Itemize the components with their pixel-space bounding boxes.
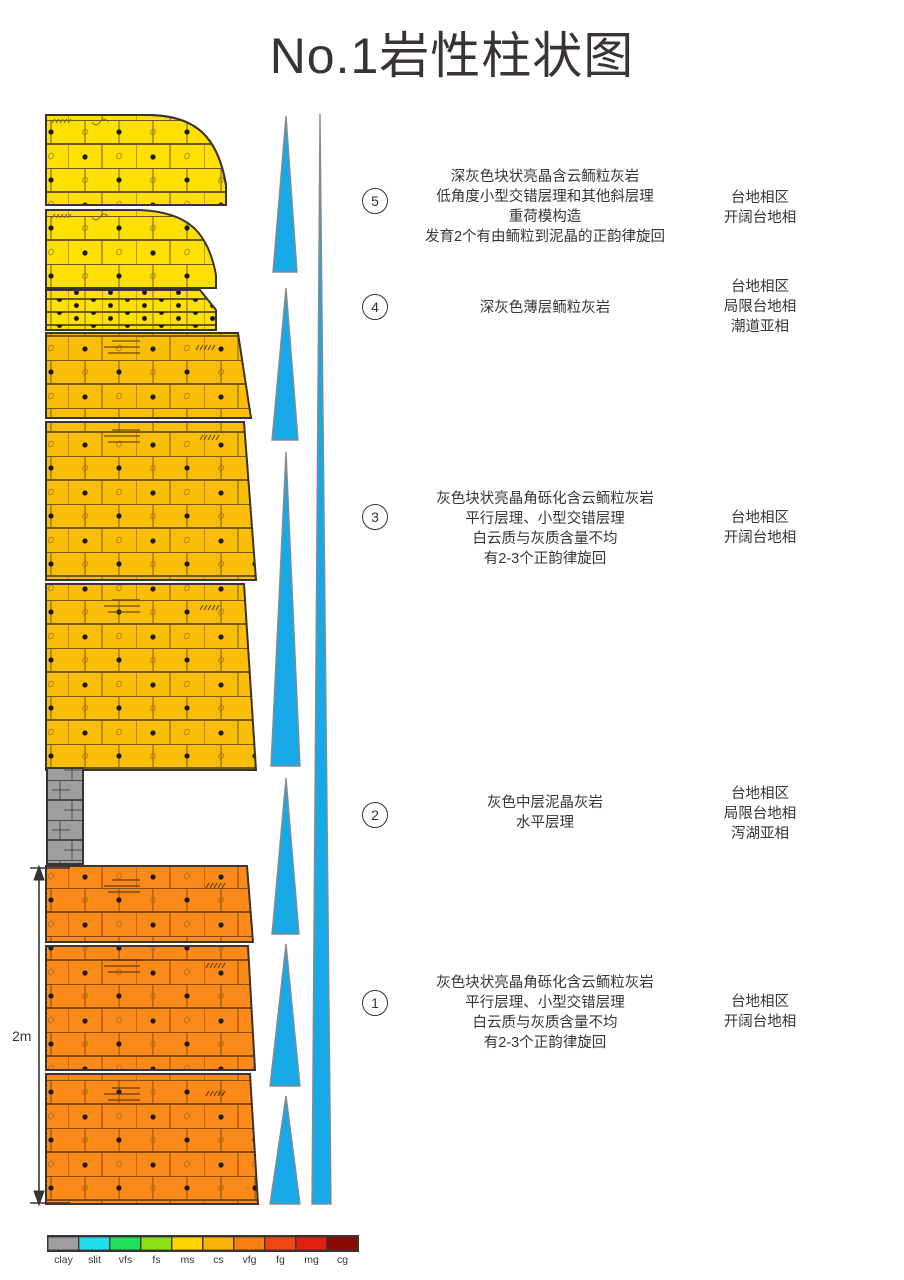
unit-description-2: 灰色中层泥晶灰岩 水平层理 [487, 795, 603, 831]
lithology-bed [45, 289, 217, 331]
legend-label-vfs: vfs [118, 1254, 133, 1266]
unit-description-1: 灰色块状亮晶角砾化含云鲕粒灰岩 平行层理、小型交错层理 白云质与灰质含量不均 有… [436, 975, 654, 1051]
unit-number-4: 4 [362, 294, 388, 320]
legend-label-ms: ms [180, 1254, 195, 1266]
unit-facies-3: 台地相区 开阔台地相 [723, 510, 797, 546]
fining-upward-curve-right [311, 113, 332, 1205]
unit-number-1: 1 [362, 990, 388, 1016]
lithology-bed [45, 421, 258, 581]
unit-facies-4: 台地相区 局限台地相 潮道亚相 [723, 279, 797, 335]
page-title: No.1岩性柱状图 [269, 28, 635, 84]
unit-description-4: 深灰色薄层鲕粒灰岩 [479, 300, 611, 316]
legend-label-clay: clay [54, 1254, 73, 1266]
legend-label-vfg: vfg [242, 1254, 257, 1266]
sed-structure-symbols [104, 599, 220, 613]
sed-structure-symbols [51, 213, 109, 221]
unit-number-5: 5 [362, 188, 388, 214]
unit-facies-1: 台地相区 开阔台地相 [723, 994, 797, 1030]
lithology-bed [46, 767, 84, 865]
legend-swatch-cg [326, 1236, 358, 1251]
legend-label-mg: mg [304, 1254, 319, 1266]
legend-swatch-mg [295, 1236, 327, 1251]
legend-swatch-slit [78, 1236, 110, 1251]
grain-size-legend [47, 1235, 359, 1252]
lithology-bed [45, 945, 257, 1071]
sed-structure-symbols [104, 340, 216, 354]
lithology-bed [45, 865, 255, 943]
sed-structure-symbols [104, 1087, 226, 1101]
fining-upward-curve-left [269, 115, 301, 1205]
legend-swatch-fg [264, 1236, 296, 1251]
legend-swatch-clay [47, 1236, 79, 1251]
legend-swatch-vfg [233, 1236, 265, 1251]
legend-label-slit: slit [88, 1254, 101, 1266]
sed-structure-symbols [104, 879, 226, 893]
lithology-bed [45, 1073, 260, 1205]
lithology-bed [45, 209, 217, 289]
sed-structure-symbols [51, 118, 109, 126]
unit-facies-5: 台地相区 开阔台地相 [723, 190, 797, 226]
lithology-bed [45, 583, 258, 771]
lithology-bed [45, 332, 253, 419]
unit-number-3: 3 [362, 504, 388, 530]
legend-swatch-vfs [109, 1236, 141, 1251]
unit-number-2: 2 [362, 802, 388, 828]
unit-description-5: 深灰色块状亮晶含云鲕粒灰岩 低角度小型交错层理和其他斜层理 重荷模构造 发育2个… [424, 169, 666, 245]
legend-label-cg: cg [336, 1254, 349, 1266]
legend-swatch-ms [171, 1236, 203, 1251]
legend-label-fg: fg [276, 1254, 285, 1266]
scale-bar [30, 864, 70, 1207]
sed-structure-symbols [104, 959, 226, 973]
scale-bar-label: 2m [12, 1028, 32, 1044]
unit-facies-2: 台地相区 局限台地相 泻湖亚相 [723, 786, 797, 842]
legend-swatch-fs [140, 1236, 172, 1251]
lithology-bed [45, 114, 227, 206]
lithology-column [45, 114, 260, 1205]
legend-label-fs: fs [152, 1254, 161, 1266]
legend-swatch-cs [202, 1236, 234, 1251]
legend-label-cs: cs [213, 1254, 224, 1266]
unit-description-3: 灰色块状亮晶角砾化含云鲕粒灰岩 平行层理、小型交错层理 白云质与灰质含量不均 有… [436, 491, 654, 567]
sed-structure-symbols [104, 429, 220, 443]
